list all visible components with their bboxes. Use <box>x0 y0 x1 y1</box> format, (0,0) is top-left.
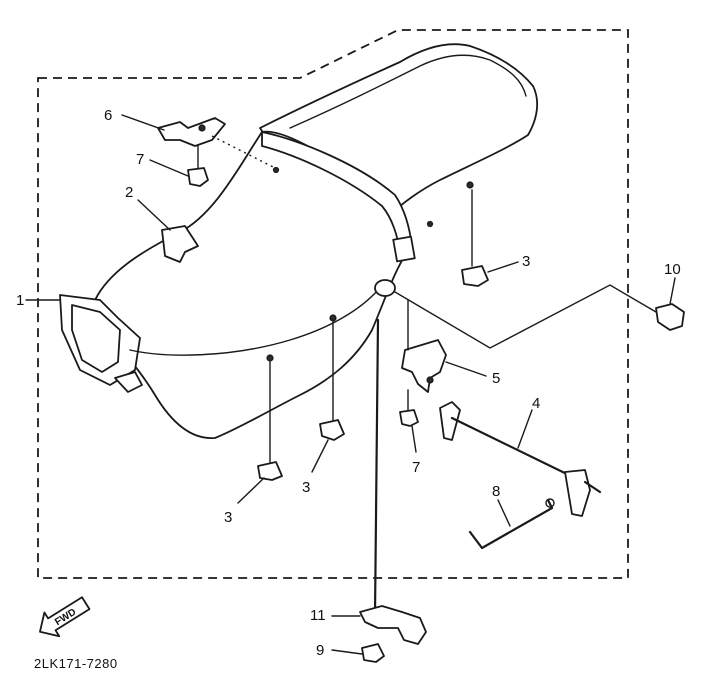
part-8-wire-loop <box>545 498 555 508</box>
seat-side-skirt <box>129 289 379 356</box>
part-4-rod-end <box>564 469 591 517</box>
callout-11: 11 <box>310 607 326 624</box>
seat-front-rim-inner <box>71 304 121 373</box>
part-11-hook <box>359 605 427 645</box>
leader-5 <box>445 361 487 377</box>
callout-10: 10 <box>664 261 681 278</box>
seat-grommet-hole <box>374 279 396 297</box>
part-4-rod-bracket <box>439 401 461 441</box>
drawing-code: 2LK171-7280 <box>34 656 118 671</box>
part-7-nut-lower <box>399 409 419 427</box>
forward-direction-arrow-icon: FWD <box>39 596 91 638</box>
part-4-rod <box>450 416 577 480</box>
callout-9: 9 <box>316 642 324 659</box>
part-3-damper-right <box>461 265 489 287</box>
front-mount-tab <box>114 371 143 393</box>
leader-10 <box>669 277 676 305</box>
rear-pad-hole-2 <box>426 220 434 228</box>
part-2-bracket <box>161 225 199 263</box>
part-4-rod-tip <box>583 480 602 494</box>
fwd-arrow-outline <box>39 596 91 638</box>
seat-hole-2 <box>329 314 337 322</box>
leader-7-upper <box>149 159 189 177</box>
strap-clip <box>392 235 416 263</box>
callout-3-left: 3 <box>224 509 232 526</box>
callout-7-upper: 7 <box>136 151 144 168</box>
callout-7-lower: 7 <box>412 459 420 476</box>
leader-3-left <box>237 477 265 504</box>
part-7-nut-upper <box>187 167 209 187</box>
part-11-guide <box>373 318 380 617</box>
leader-9 <box>331 649 363 655</box>
leader-3-center <box>311 439 329 473</box>
callout-4: 4 <box>532 395 540 412</box>
seat-main-body <box>94 130 411 439</box>
part-10-grommet <box>655 303 685 331</box>
leader-3-right <box>487 261 519 273</box>
seat-assembly <box>59 43 539 439</box>
leader-7-lower <box>411 425 417 453</box>
callout-6: 6 <box>104 107 112 124</box>
part-3-damper-center <box>319 419 345 441</box>
part-6-target-dot <box>272 166 280 174</box>
callout-3-center: 3 <box>302 479 310 496</box>
rear-pad-hole-1 <box>466 181 474 189</box>
seat-hole-1 <box>266 354 274 362</box>
leader-4 <box>517 409 533 449</box>
part-6-hole <box>198 124 206 132</box>
callout-8: 8 <box>492 483 500 500</box>
callout-1: 1 <box>16 292 24 309</box>
leader-6 <box>121 114 165 131</box>
assembly-boundary <box>37 29 629 579</box>
part-10-guide <box>394 284 657 349</box>
part-5-hole <box>426 376 434 384</box>
part-6-bracket <box>157 117 226 147</box>
leader-2 <box>137 199 171 231</box>
seat-rear-pad-seam <box>289 54 527 129</box>
part-8-wire <box>468 498 554 550</box>
part-9-nut <box>361 643 385 663</box>
leader-8 <box>497 499 511 527</box>
callout-2: 2 <box>125 184 133 201</box>
part-3-damper-left <box>257 461 283 481</box>
callout-5: 5 <box>492 370 500 387</box>
part-5-latch <box>401 339 447 393</box>
callout-3-right: 3 <box>522 253 530 270</box>
